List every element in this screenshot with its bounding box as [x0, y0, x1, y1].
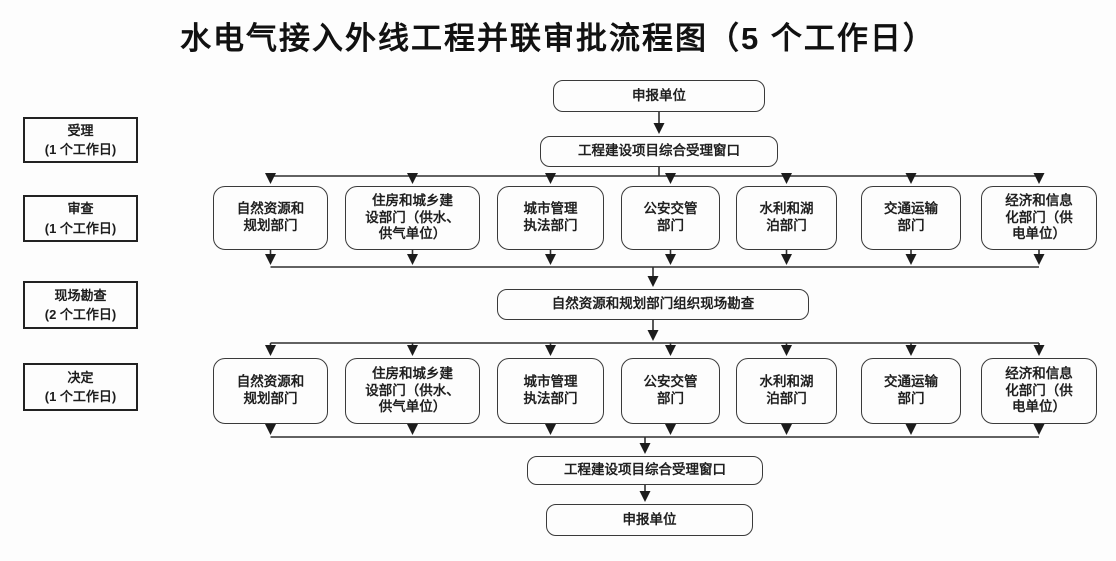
stage-box-survey: 现场勘查 (2 个工作日) [23, 281, 138, 329]
dept-box-row2-traffic-police: 公安交管 部门 [621, 358, 720, 424]
dept-box-row2-city-mgmt: 城市管理 执法部门 [497, 358, 604, 424]
node-applicant-top: 申报单位 [553, 80, 765, 112]
dept-box-row1-transport: 交通运输 部门 [861, 186, 961, 250]
dept-box-row2-natural-resources: 自然资源和 规划部门 [213, 358, 328, 424]
dept-box-row1-housing: 住房和城乡建 设部门（供水、 供气单位） [345, 186, 480, 250]
dept-box-row1-natural-resources: 自然资源和 规划部门 [213, 186, 328, 250]
dept-box-row2-water-lakes: 水利和湖 泊部门 [736, 358, 837, 424]
node-window-bottom: 工程建设项目综合受理窗口 [527, 456, 763, 485]
dept-box-row2-transport: 交通运输 部门 [861, 358, 961, 424]
diagram-title: 水电气接入外线工程并联审批流程图（5 个工作日） [180, 21, 936, 56]
node-window-top: 工程建设项目综合受理窗口 [540, 136, 778, 167]
node-applicant-bottom: 申报单位 [546, 504, 753, 536]
dept-box-row1-economy-info: 经济和信息 化部门（供 电单位） [981, 186, 1097, 250]
dept-box-row2-housing: 住房和城乡建 设部门（供水、 供气单位） [345, 358, 480, 424]
stage-box-review: 审查 (1 个工作日) [23, 195, 138, 242]
stage-box-accept: 受理 (1 个工作日) [23, 117, 138, 163]
dept-box-row1-city-mgmt: 城市管理 执法部门 [497, 186, 604, 250]
dept-box-row2-economy-info: 经济和信息 化部门（供 电单位） [981, 358, 1097, 424]
stage-box-decision: 决定 (1 个工作日) [23, 363, 138, 411]
dept-box-row1-traffic-police: 公安交管 部门 [621, 186, 720, 250]
node-site-survey: 自然资源和规划部门组织现场勘查 [497, 289, 809, 320]
dept-box-row1-water-lakes: 水利和湖 泊部门 [736, 186, 837, 250]
